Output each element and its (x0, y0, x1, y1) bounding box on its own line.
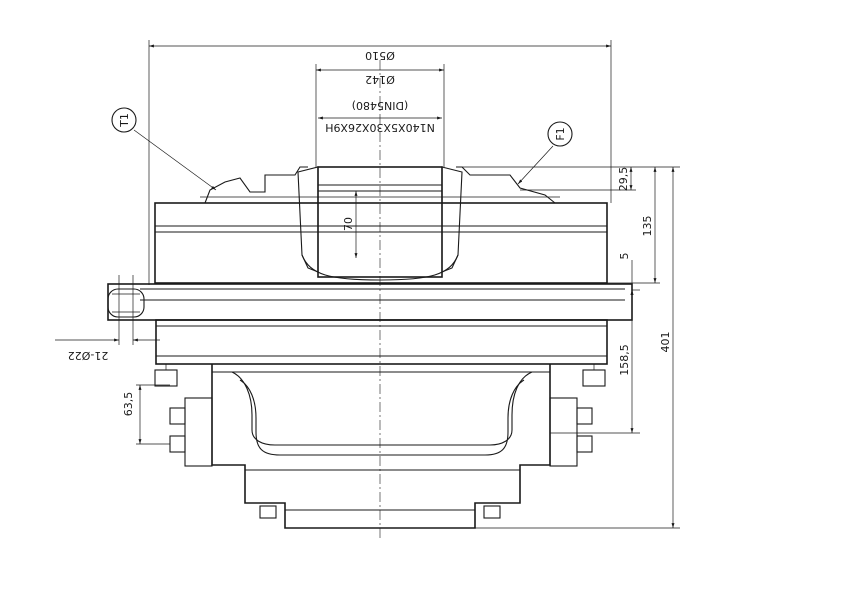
callout-f1: F1 (517, 121, 573, 185)
dim-bore-diameter: Ø142 (365, 73, 395, 86)
callout-t1: T1 (111, 107, 217, 191)
dim-top-offset: 29,5 (617, 167, 630, 192)
dim-overall-diameter: Ø510 (365, 49, 395, 62)
dimensions: Ø510 Ø142 N140X5X30X26X9H (DIN5480) 70 2… (55, 40, 680, 529)
dim-bolt-holes: 21-Ø22 (68, 349, 109, 362)
splined-bore (297, 166, 463, 281)
callout-f1-label: F1 (554, 127, 567, 140)
spline-standard: (DIN5480) (352, 99, 409, 112)
dim-top-height: 135 (641, 216, 654, 237)
dim-side-height: 63,5 (122, 392, 135, 417)
spline-spec: N140X5X30X26X9H (325, 121, 435, 134)
dim-total-height: 401 (659, 332, 672, 353)
callout-t1-label: T1 (118, 113, 131, 128)
housing (107, 166, 633, 529)
dim-flange-step: 5 (618, 253, 631, 260)
dim-lower-height: 158,5 (618, 344, 631, 376)
dim-bore-depth: 70 (342, 217, 355, 231)
